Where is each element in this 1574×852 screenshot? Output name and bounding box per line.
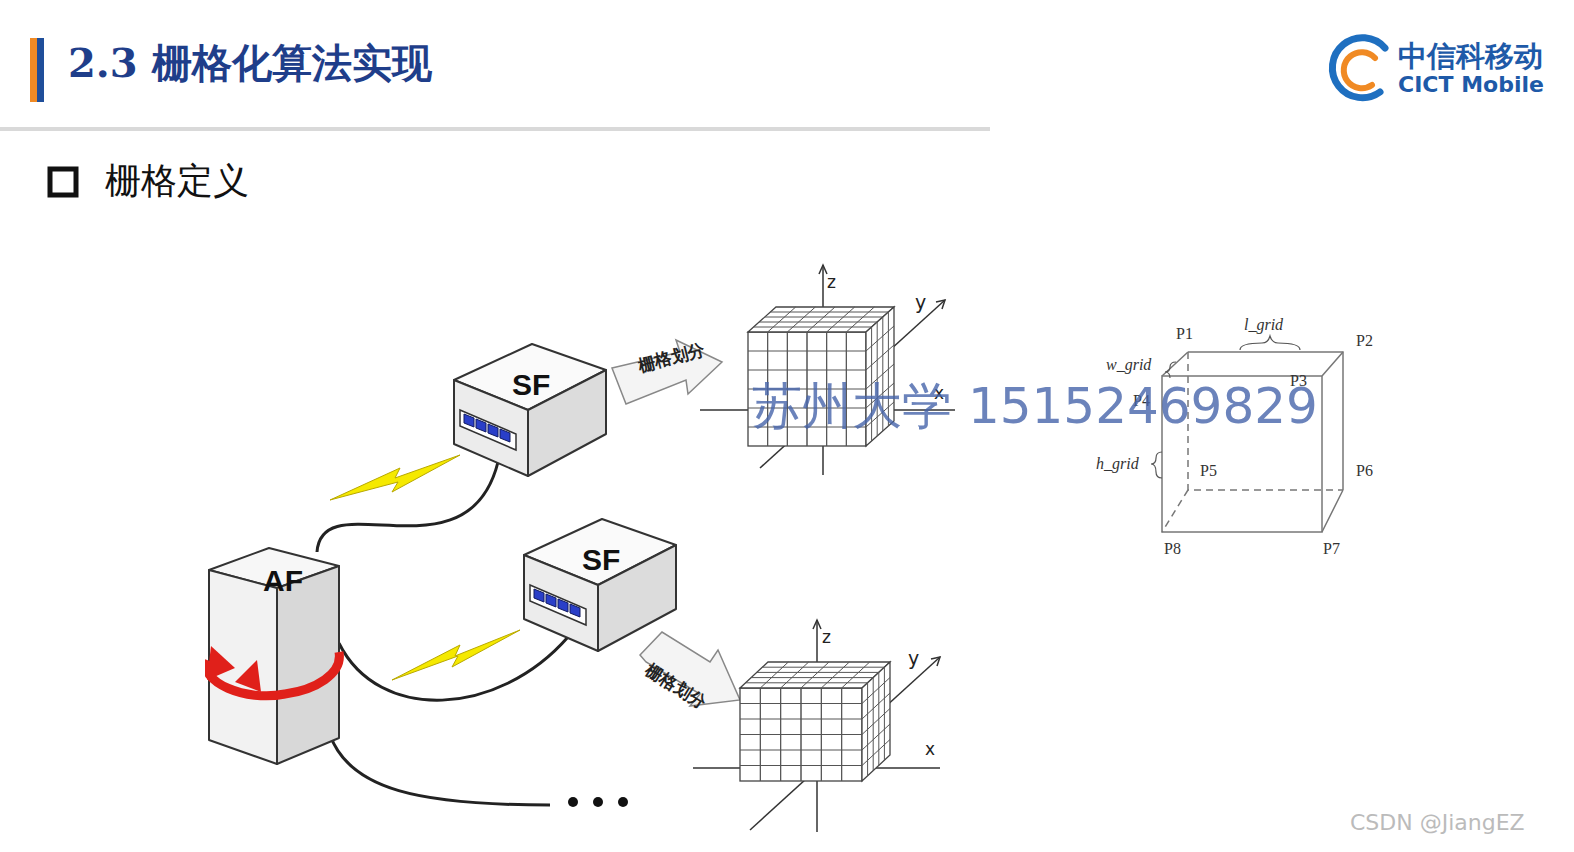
axis-arrow (936, 300, 945, 309)
port (570, 604, 580, 617)
corner-label: P8 (1164, 540, 1181, 558)
ellipsis-dot (618, 797, 628, 807)
grid-line (821, 662, 849, 781)
axis-label: y (908, 648, 919, 670)
rotation-arrowhead (207, 646, 235, 680)
grid-line (757, 672, 879, 765)
port (464, 414, 474, 427)
grid-line (751, 678, 873, 771)
axis-arrow (931, 657, 940, 666)
section-heading: 栅格定义 (105, 160, 249, 201)
corner-label: P7 (1323, 540, 1340, 558)
wire (330, 735, 550, 805)
sf-device: SF (520, 515, 680, 657)
device-shape (450, 340, 610, 482)
device-label: SF (582, 543, 620, 576)
port (558, 599, 568, 612)
device-shape (520, 515, 680, 657)
grid-line (781, 662, 809, 781)
port (476, 419, 486, 432)
sf-device: SF (450, 340, 610, 482)
grid-line (842, 662, 870, 781)
device-label: SF (512, 368, 550, 401)
logo-text: CICT Mobile (1398, 72, 1544, 97)
grid-cubes (693, 265, 955, 832)
axis-label: z (822, 628, 831, 648)
cable (317, 462, 498, 552)
port (546, 594, 556, 607)
port (488, 424, 498, 437)
rotation-arrow (206, 652, 339, 696)
grid-line (801, 662, 829, 781)
axis-arrow (819, 265, 827, 274)
wireless-bolt (330, 455, 460, 500)
axis-label: y (915, 292, 926, 314)
logo-mark (1332, 38, 1385, 98)
axis-label: z (827, 273, 836, 293)
ellipsis-dot (593, 797, 603, 807)
title-bar (30, 38, 37, 102)
corner-label: P6 (1356, 462, 1373, 480)
port-panel (530, 585, 586, 625)
port-panel (460, 410, 516, 450)
grid-line (746, 683, 868, 776)
corner-label: P1 (1176, 325, 1193, 343)
dimension-label: l_grid (1244, 316, 1283, 334)
rotation-arrowhead (235, 660, 261, 692)
grid-line (762, 667, 884, 760)
logo-text: 中信科移动 (1398, 40, 1543, 73)
bullet-square (50, 169, 76, 195)
dimension-label: h_grid (1096, 455, 1139, 473)
grid-arrow (612, 340, 722, 404)
watermark: CSDN @JiangEZ (1350, 810, 1525, 835)
port (500, 429, 510, 442)
title-bar (37, 38, 44, 102)
axis-arrow (813, 620, 821, 629)
device-label: AF (263, 564, 303, 597)
grid-line (760, 662, 788, 781)
port (534, 589, 544, 602)
wireless-bolt (392, 630, 520, 680)
divider (0, 127, 990, 131)
cable (339, 637, 568, 700)
corner-label: P5 (1200, 462, 1217, 480)
corner-label: P2 (1356, 332, 1373, 350)
axis-label: x (925, 740, 935, 760)
ellipsis-dot (568, 797, 578, 807)
af-server: AF (205, 542, 345, 767)
dimension-label: w_grid (1106, 356, 1151, 374)
slide-title: 2.3 栅格化算法实现 (68, 40, 432, 86)
watermark: 苏州大学 15152469829 (752, 378, 1318, 436)
